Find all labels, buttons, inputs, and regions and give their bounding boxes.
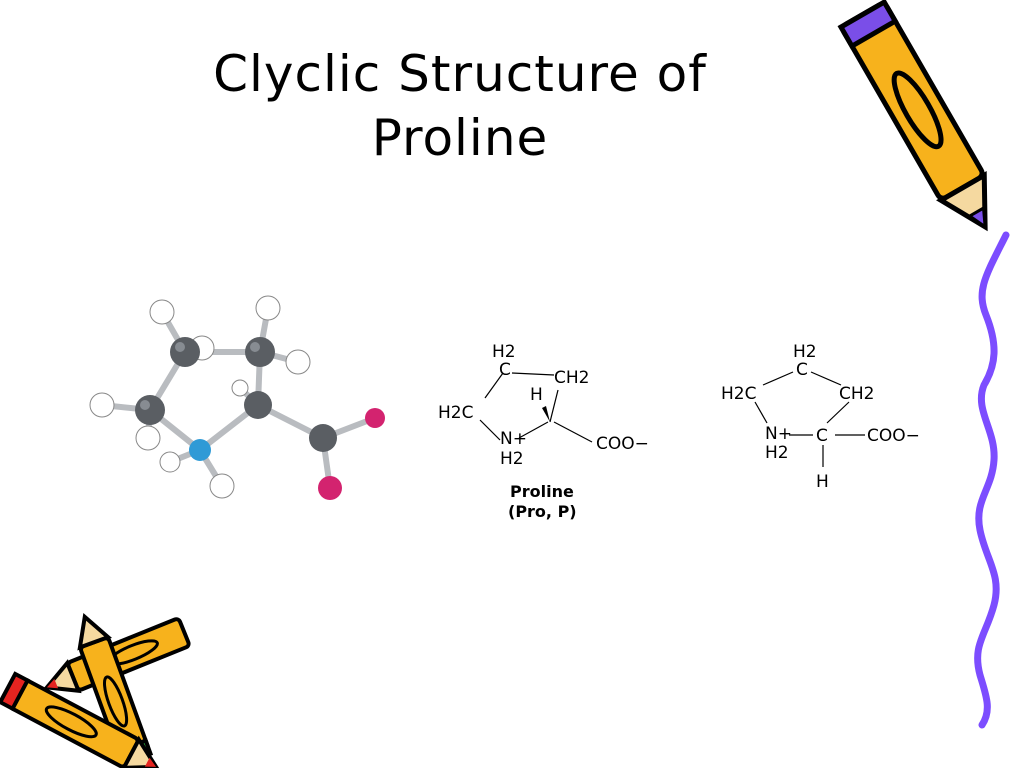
label-h-alpha: H <box>530 385 543 405</box>
caption-abbrev: (Pro, P) <box>508 502 577 521</box>
label-coo: COO− <box>596 434 649 454</box>
label-coo: COO− <box>867 426 920 446</box>
label-top-h2: H2 <box>492 342 516 362</box>
label-ch2-right: CH2 <box>839 384 874 404</box>
title-line-1: Clyclic Structure of <box>213 45 707 103</box>
label-top-h2: H2 <box>793 342 817 362</box>
label-h2c-left: H2C <box>721 384 756 404</box>
label-h-bottom: H <box>816 472 829 492</box>
caption-name: Proline <box>510 482 574 501</box>
label-top-c: C <box>796 360 808 380</box>
proline-fischer-formula: H2 C H2C CH2 N+ H2 C COO− H <box>721 342 920 492</box>
pencil-icon <box>837 0 988 232</box>
label-n-plus: N+ <box>500 429 527 449</box>
label-nh2: H2 <box>500 449 524 469</box>
label-h2c-left: H2C <box>438 403 473 423</box>
crossed-pencils-icon <box>0 613 191 768</box>
proline-skeletal-formula: H2 C CH2 H H2C N+ H2 COO− Proline (Pro, … <box>438 342 649 521</box>
label-ch2-right: CH2 <box>554 368 589 388</box>
ball-and-stick-molecule <box>89 295 385 500</box>
title-line-2: Proline <box>371 109 549 167</box>
label-n-plus: N+ <box>765 424 792 444</box>
squiggle-border <box>974 231 1010 729</box>
slide-title: Clyclic Structure of Proline <box>0 42 920 170</box>
label-top-c: C <box>499 360 511 380</box>
label-c-alpha: C <box>816 426 828 446</box>
label-nh2: H2 <box>765 443 789 463</box>
